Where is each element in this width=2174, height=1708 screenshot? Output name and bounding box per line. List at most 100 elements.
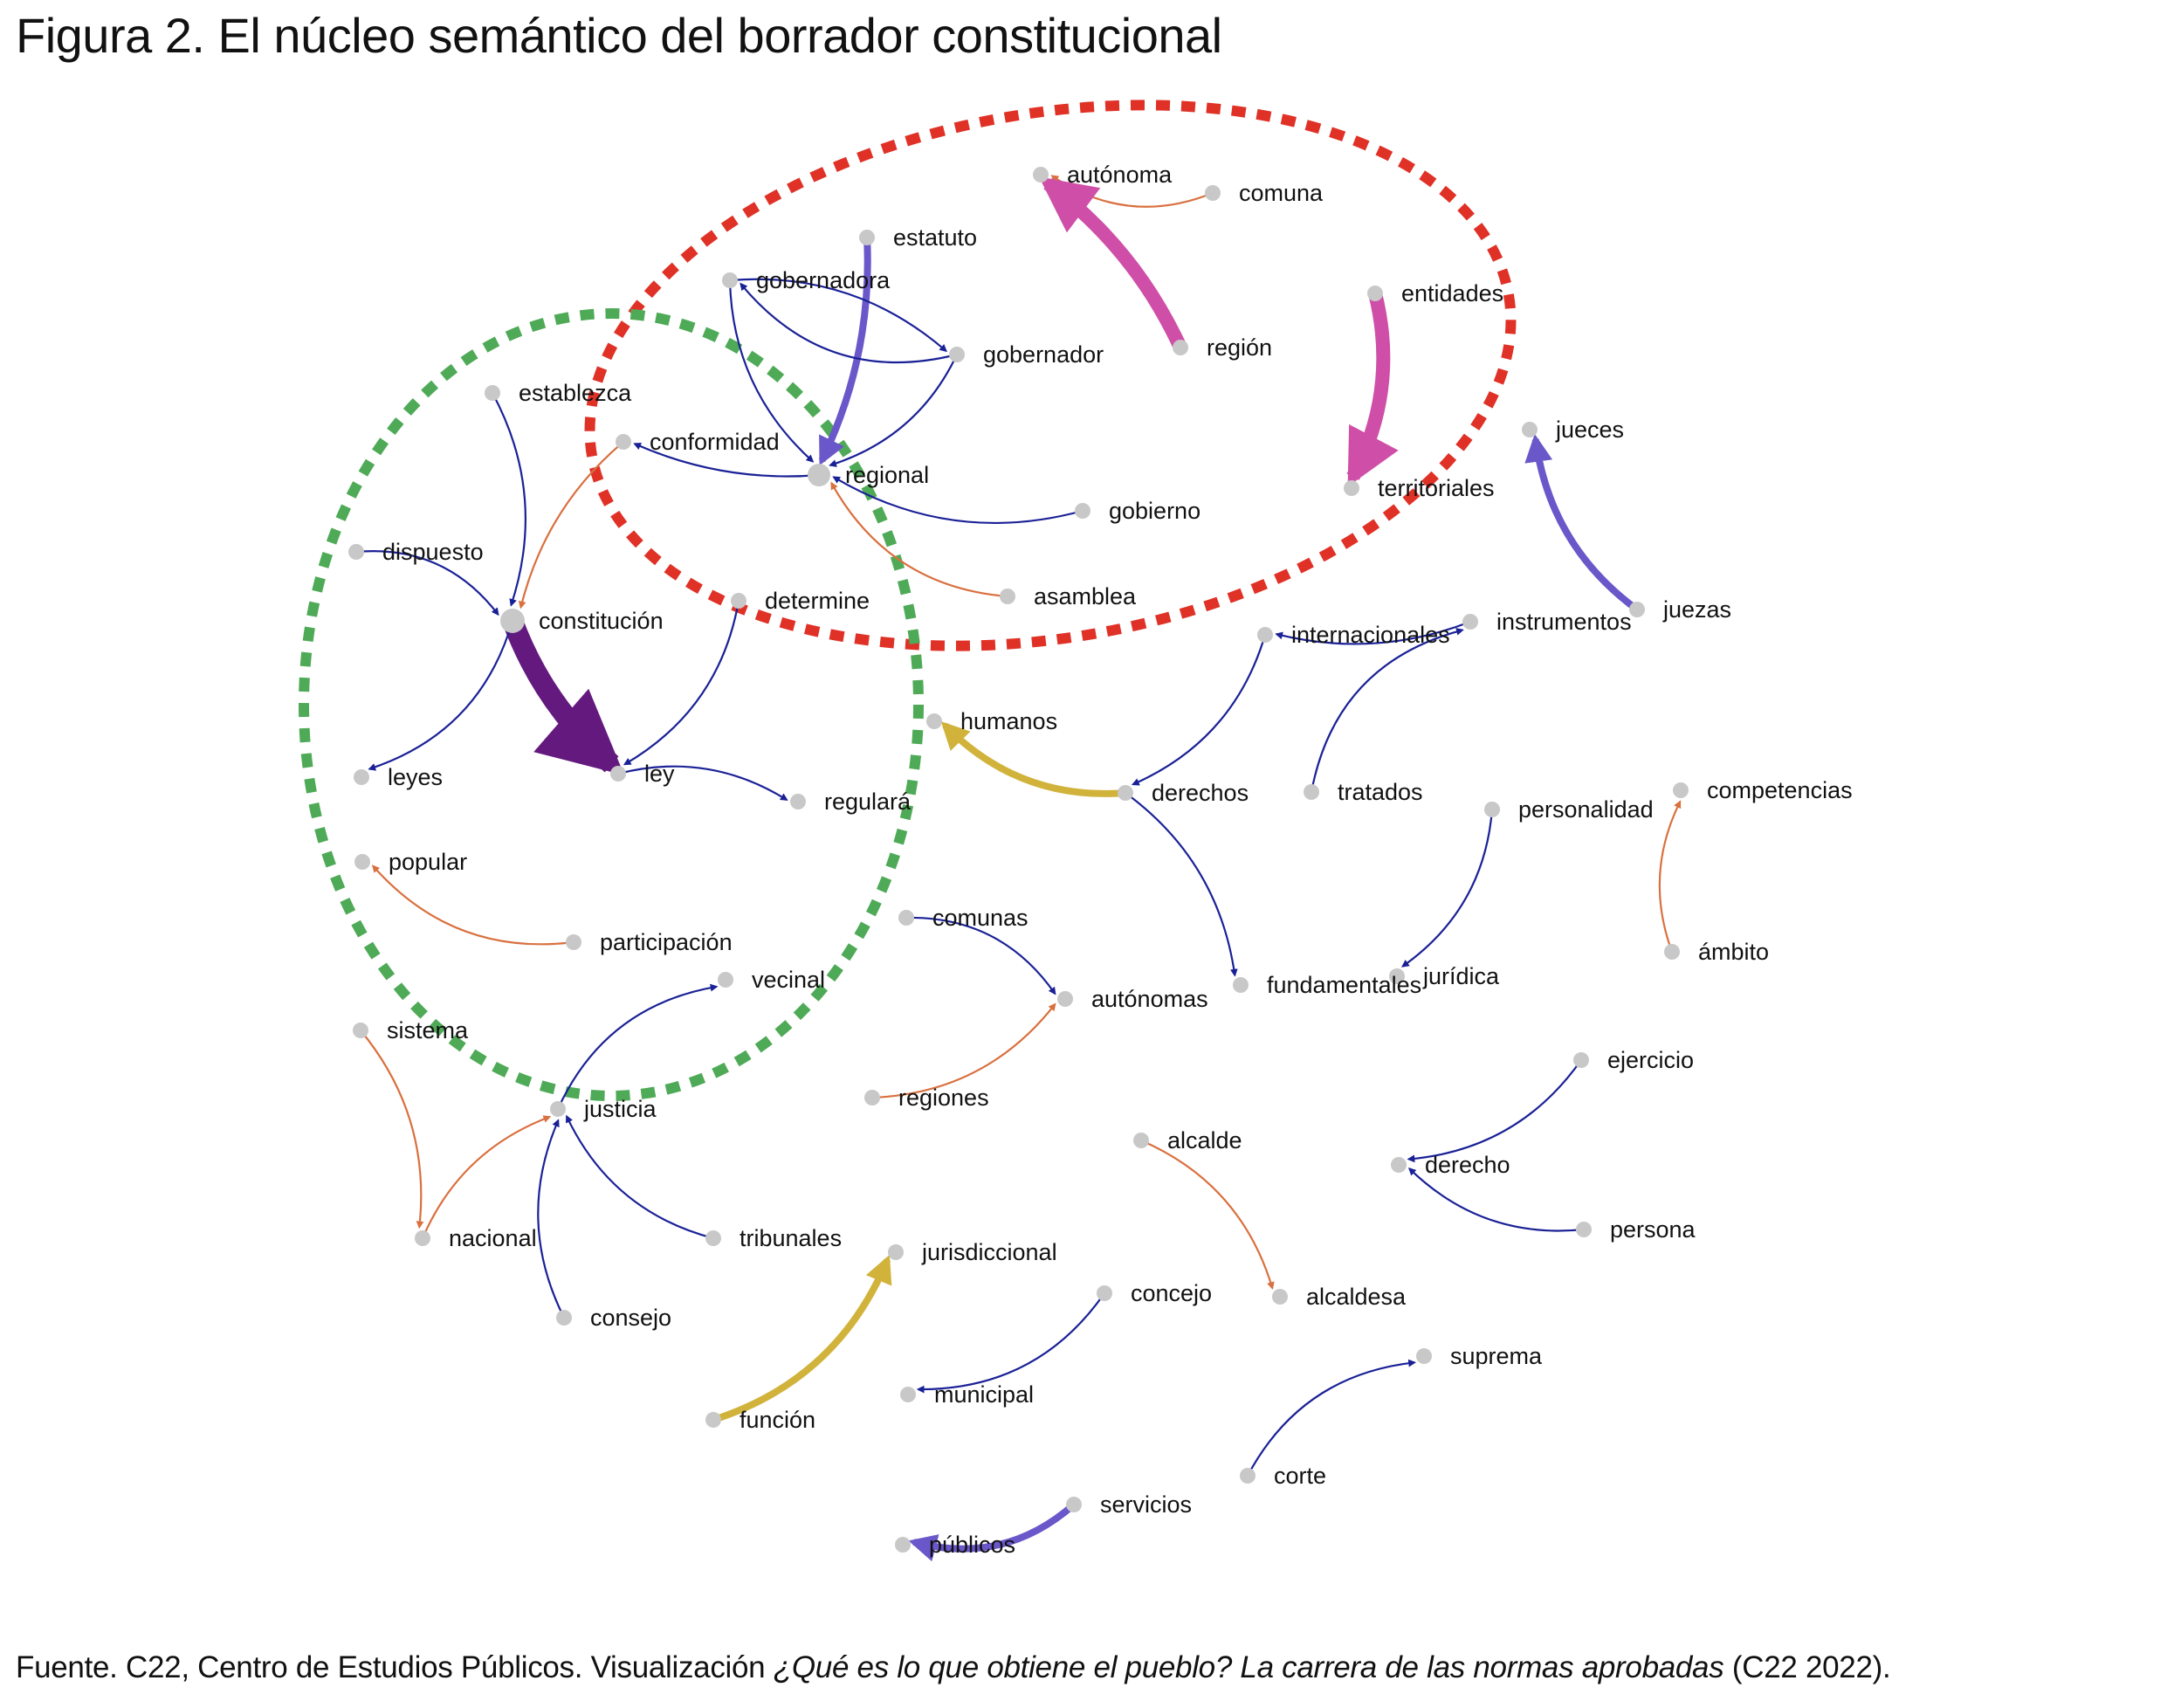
- edge-layer: [355, 175, 1682, 1562]
- edge-gobernadora-to-gobernador: [729, 278, 947, 353]
- node-label-ley: ley: [644, 761, 675, 787]
- node-label-regiones: regiones: [898, 1085, 989, 1111]
- node-dot-gobernador: [949, 347, 965, 362]
- node-constitucion: constitución: [500, 608, 664, 634]
- node-fundamentales: fundamentales: [1233, 972, 1421, 998]
- cluster-layer: [299, 100, 1517, 1101]
- node-dot-alcaldesa: [1272, 1289, 1288, 1305]
- node-comunas: comunas: [898, 905, 1029, 931]
- node-dot-jueces: [1522, 422, 1538, 437]
- node-label-fundamentales: fundamentales: [1267, 972, 1421, 998]
- edge-nacional-to-justicia: [421, 1115, 552, 1239]
- node-label-estatuto: estatuto: [893, 224, 977, 251]
- node-label-gobernadora: gobernadora: [756, 267, 891, 293]
- node-conformidad: conformidad: [616, 429, 780, 455]
- edge-constitucion-to-leyes: [368, 620, 514, 771]
- node-label-gobernador: gobernador: [983, 341, 1104, 368]
- node-dot-regional: [808, 464, 830, 486]
- node-dot-publicos: [895, 1537, 911, 1553]
- node-dot-ejercicio: [1573, 1052, 1589, 1068]
- node-label-establezca: establezca: [519, 380, 632, 406]
- node-dot-estatuto: [859, 230, 875, 245]
- edge-constitucion-to-ley: [502, 616, 625, 775]
- node-juridica: jurídica: [1389, 963, 1500, 989]
- node-label-autonoma: autónoma: [1067, 162, 1173, 188]
- node-suprema: suprema: [1416, 1343, 1543, 1369]
- edge-establezca-to-constitucion: [492, 392, 526, 607]
- node-label-instrumentos: instrumentos: [1496, 609, 1632, 635]
- node-tratados: tratados: [1304, 779, 1423, 805]
- node-label-alcaldesa: alcaldesa: [1306, 1284, 1407, 1310]
- node-dot-establezca: [485, 385, 500, 401]
- node-label-internacionales: internacionales: [1291, 622, 1450, 648]
- node-label-popular: popular: [389, 849, 467, 875]
- node-dot-suprema: [1416, 1348, 1432, 1364]
- node-label-justicia: justicia: [583, 1096, 657, 1122]
- node-dot-autonoma: [1033, 167, 1049, 183]
- node-dot-constitucion: [500, 609, 525, 633]
- node-derechos: derechos: [1118, 780, 1249, 806]
- edge-entidades-to-territoriales: [1346, 292, 1399, 487]
- node-autonoma: autónoma: [1033, 162, 1173, 188]
- node-dot-juezas: [1629, 602, 1645, 617]
- node-dot-vecinal: [718, 972, 733, 988]
- node-comuna: comuna: [1205, 180, 1324, 206]
- node-asamblea: asamblea: [1000, 583, 1137, 610]
- edge-ambito-to-competencias: [1658, 800, 1682, 953]
- node-dot-servicios: [1066, 1497, 1082, 1512]
- node-label-municipal: municipal: [934, 1381, 1034, 1408]
- node-label-asamblea: asamblea: [1034, 583, 1137, 610]
- node-dot-autonomas: [1057, 991, 1073, 1007]
- edge-personalidad-to-juridica: [1401, 809, 1494, 968]
- node-label-jurisdiccional: jurisdiccional: [921, 1239, 1057, 1265]
- node-regulara: regulará: [790, 789, 912, 815]
- edge-persona-to-derecho: [1408, 1167, 1585, 1232]
- node-label-region: región: [1207, 334, 1272, 361]
- edge-gobernador-to-regional: [829, 354, 958, 467]
- edge-derechos-to-fundamentales: [1125, 792, 1238, 977]
- node-derecho: derecho: [1391, 1152, 1510, 1178]
- edge-servicios-to-publicos: [908, 1501, 1077, 1562]
- node-territoriales: territoriales: [1344, 475, 1495, 501]
- node-dot-participacion: [566, 934, 581, 950]
- node-tribunales: tribunales: [705, 1225, 842, 1251]
- edge-ley-to-regulara: [617, 765, 788, 801]
- constitution-cluster: [299, 308, 924, 1101]
- node-label-jueces: jueces: [1555, 417, 1624, 443]
- page-title: Figura 2. El núcleo semántico del borrad…: [16, 8, 1222, 63]
- node-dot-internacionales: [1257, 627, 1273, 643]
- node-label-comunas: comunas: [932, 905, 1029, 931]
- node-dot-instrumentos: [1462, 614, 1478, 630]
- node-autonomas: autónomas: [1057, 986, 1208, 1012]
- node-label-constitucion: constitución: [539, 608, 664, 634]
- node-dot-asamblea: [1000, 589, 1015, 604]
- edge-sistema-to-nacional: [360, 1030, 424, 1229]
- node-dot-persona: [1576, 1222, 1592, 1237]
- node-jueces: jueces: [1522, 417, 1624, 443]
- node-label-determine: determine: [765, 588, 870, 614]
- node-competencias: competencias: [1673, 777, 1853, 803]
- node-label-servicios: servicios: [1100, 1491, 1192, 1518]
- node-dot-jurisdiccional: [888, 1244, 904, 1260]
- node-leyes: leyes: [354, 764, 443, 790]
- edge-juezas-to-jueces: [1524, 433, 1640, 613]
- node-municipal: municipal: [900, 1381, 1034, 1408]
- node-sistema: sistema: [353, 1017, 469, 1043]
- node-dot-derecho: [1391, 1157, 1407, 1173]
- node-label-leyes: leyes: [388, 764, 443, 790]
- node-dot-tribunales: [705, 1230, 721, 1246]
- node-personalidad: personalidad: [1484, 796, 1654, 823]
- node-regiones: regiones: [864, 1085, 989, 1111]
- edge-comunas-to-autonomas: [905, 916, 1056, 995]
- node-label-autonomas: autónomas: [1091, 986, 1208, 1012]
- edge-justicia-to-vecinal: [556, 983, 719, 1110]
- node-popular: popular: [354, 849, 467, 875]
- edge-regional-to-conformidad: [633, 443, 820, 478]
- edge-derechos-to-humanos: [940, 720, 1126, 797]
- node-dot-regiones: [864, 1090, 880, 1105]
- edge-funcion-to-jurisdiccional: [712, 1254, 892, 1423]
- edge-ejercicio-to-derecho: [1407, 1059, 1582, 1163]
- node-label-regulara: regulará: [824, 789, 912, 815]
- node-estatuto: estatuto: [859, 224, 977, 251]
- node-label-corte: corte: [1274, 1463, 1326, 1489]
